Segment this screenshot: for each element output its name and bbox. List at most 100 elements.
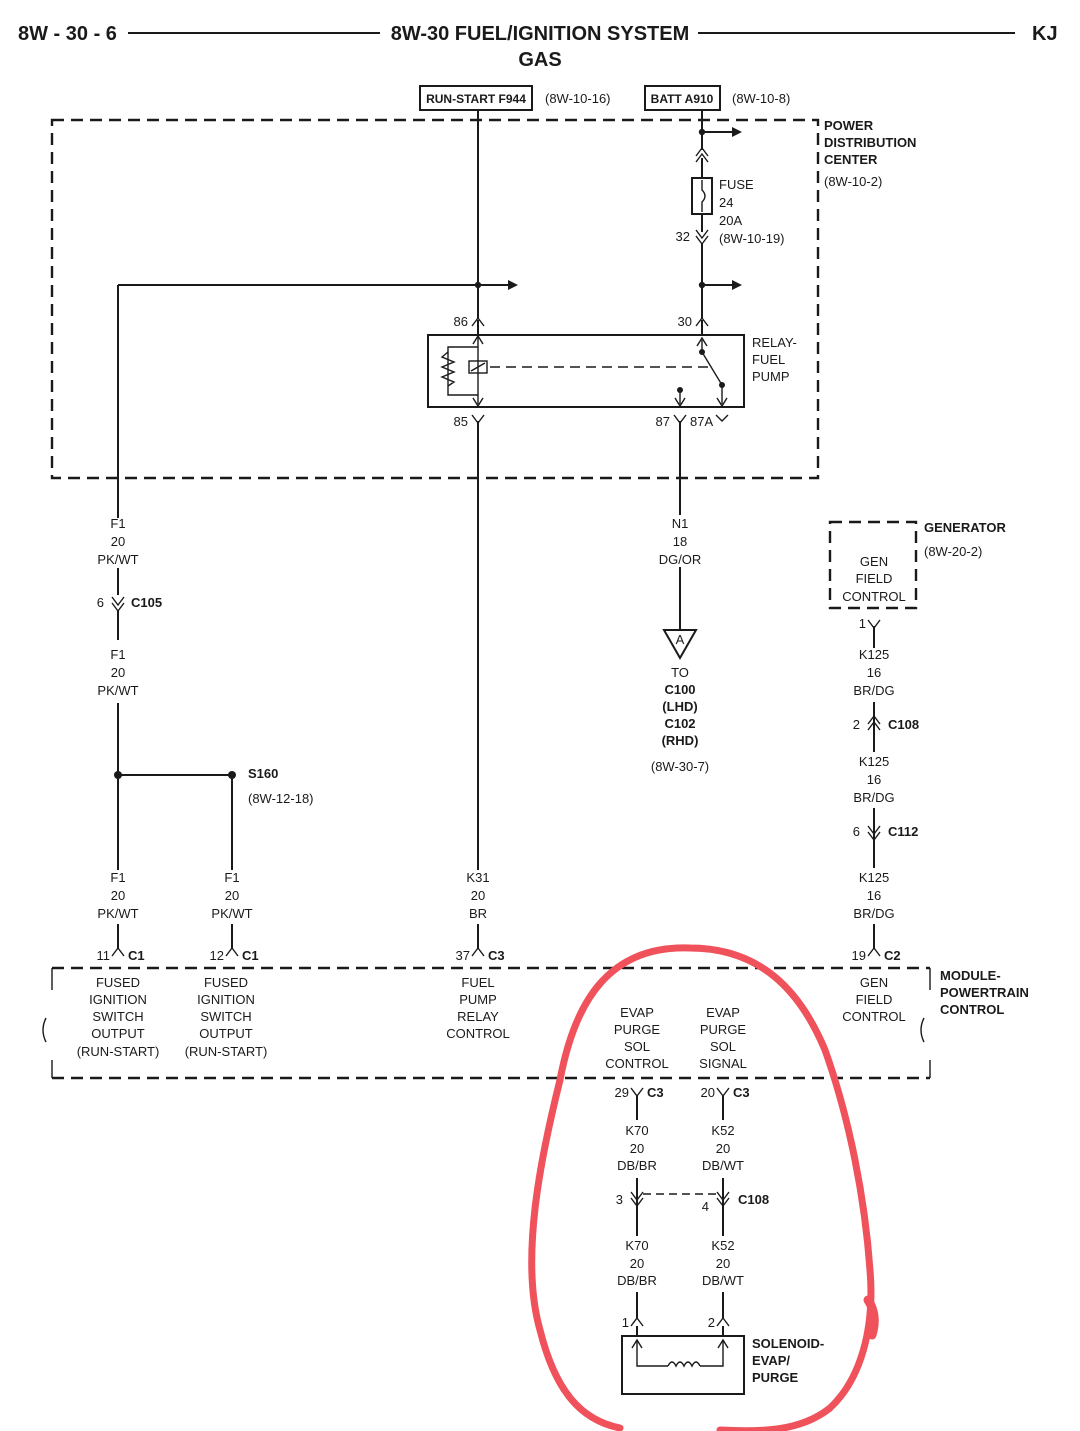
svg-text:DB/WT: DB/WT [702, 1158, 744, 1173]
svg-text:RELAY: RELAY [457, 1009, 499, 1024]
svg-text:C2: C2 [884, 948, 901, 963]
c108-connector-gen [867, 714, 881, 725]
pdc-title-3: CENTER [824, 152, 878, 167]
svg-text:20: 20 [225, 888, 239, 903]
c112-connector [867, 825, 881, 836]
svg-text:(RUN-START): (RUN-START) [185, 1044, 268, 1059]
svg-text:C3: C3 [647, 1085, 664, 1100]
svg-text:6: 6 [97, 595, 104, 610]
svg-text:EVAP: EVAP [706, 1005, 740, 1020]
svg-text:C3: C3 [733, 1085, 750, 1100]
svg-text:GEN: GEN [860, 975, 888, 990]
run-start-source-box [419, 85, 533, 111]
fuse-ref: (8W-10-19) [719, 231, 785, 246]
pcm-pin-11 [111, 946, 125, 957]
svg-text:87A: 87A [690, 414, 713, 429]
svg-text:N1: N1 [672, 516, 689, 531]
svg-text:16: 16 [867, 772, 881, 787]
svg-text:19: 19 [852, 948, 866, 963]
svg-text:20: 20 [111, 534, 125, 549]
svg-text:1: 1 [859, 616, 866, 631]
svg-text:C105: C105 [131, 595, 162, 610]
svg-text:K125: K125 [859, 754, 889, 769]
svg-text:IGNITION: IGNITION [89, 992, 147, 1007]
batt-label: BATT A910 [651, 92, 714, 106]
svg-text:PURGE: PURGE [752, 1370, 799, 1385]
svg-text:SOL: SOL [624, 1039, 650, 1054]
svg-text:OUTPUT: OUTPUT [199, 1026, 253, 1041]
fuel-pump-relay [427, 334, 745, 408]
svg-text:EVAP/: EVAP/ [752, 1353, 790, 1368]
svg-text:20: 20 [630, 1141, 644, 1156]
svg-text:11: 11 [97, 948, 111, 963]
svg-text:FIELD: FIELD [856, 992, 893, 1007]
svg-text:BR/DG: BR/DG [853, 683, 894, 698]
relay-title-3: PUMP [752, 369, 790, 384]
page-title: 8W-30 FUEL/IGNITION SYSTEM [391, 23, 690, 45]
pcm-fused-ignition-right: FUSED IGNITION SWITCH OUTPUT (RUN-START) [185, 975, 268, 1059]
run-start-ref: (8W-10-16) [545, 91, 611, 106]
svg-text:SWITCH: SWITCH [200, 1009, 251, 1024]
fuse-rating: 20A [719, 213, 742, 228]
relay-coil-resistor [440, 351, 456, 387]
svg-text:K31: K31 [466, 870, 489, 885]
relay-pin-30 [695, 316, 709, 327]
svg-text:87: 87 [656, 414, 670, 429]
svg-text:PURGE: PURGE [700, 1022, 747, 1037]
pcm-pin-19 [867, 946, 881, 957]
svg-text:F1: F1 [110, 647, 125, 662]
model-code: KJ [1032, 23, 1058, 45]
relay-coil [468, 360, 488, 374]
svg-text:20: 20 [111, 888, 125, 903]
svg-text:2: 2 [708, 1315, 715, 1330]
batt-branch-arrow [732, 127, 742, 137]
pcm-pin-20 [716, 1087, 730, 1098]
batt-source-box [644, 85, 721, 111]
generator-boundary [828, 520, 918, 610]
svg-text:K70: K70 [625, 1238, 648, 1253]
svg-text:(8W-12-18): (8W-12-18) [248, 791, 314, 806]
svg-text:K70: K70 [625, 1123, 648, 1138]
svg-text:K52: K52 [711, 1238, 734, 1253]
svg-text:FIELD: FIELD [856, 571, 893, 586]
svg-text:F1: F1 [110, 516, 125, 531]
fuse-element [701, 180, 706, 212]
fuse-connector-bottom [695, 229, 709, 240]
svg-text:PURGE: PURGE [614, 1022, 661, 1037]
svg-text:DB/WT: DB/WT [702, 1273, 744, 1288]
svg-text:A: A [676, 632, 685, 647]
solenoid-pin-1 [630, 1316, 644, 1327]
svg-text:SOLENOID-: SOLENOID- [752, 1336, 824, 1351]
svg-text:C1: C1 [242, 948, 259, 963]
svg-text:29: 29 [615, 1085, 629, 1100]
pcm-fused-ignition-left: FUSED IGNITION SWITCH OUTPUT (RUN-START) [77, 975, 160, 1059]
pdc-title-1: POWER [824, 118, 874, 133]
fuse-number: 24 [719, 195, 733, 210]
svg-text:(LHD): (LHD) [662, 699, 697, 714]
svg-text:20: 20 [630, 1256, 644, 1271]
svg-text:DB/BR: DB/BR [617, 1273, 657, 1288]
svg-text:SIGNAL: SIGNAL [699, 1056, 747, 1071]
svg-text:EVAP: EVAP [620, 1005, 654, 1020]
svg-text:PUMP: PUMP [459, 992, 497, 1007]
svg-text:1: 1 [622, 1315, 629, 1330]
svg-text:86: 86 [454, 314, 468, 329]
solenoid-pin-2 [716, 1316, 730, 1327]
fuse-pin: 32 [676, 229, 690, 244]
svg-text:20: 20 [716, 1141, 730, 1156]
svg-text:C108: C108 [888, 717, 919, 732]
svg-text:BR/DG: BR/DG [853, 906, 894, 921]
pcm-fuel-pump-relay-control: FUEL PUMP RELAY CONTROL [446, 975, 510, 1041]
svg-text:BR: BR [469, 906, 487, 921]
svg-text:C102: C102 [664, 716, 695, 731]
svg-text:(8W-20-2): (8W-20-2) [924, 544, 982, 559]
svg-text:MODULE-: MODULE- [940, 968, 1001, 983]
svg-text:CONTROL: CONTROL [940, 1002, 1004, 1017]
svg-text:K52: K52 [711, 1123, 734, 1138]
svg-text:K125: K125 [859, 647, 889, 662]
svg-text:20: 20 [471, 888, 485, 903]
svg-text:CONTROL: CONTROL [605, 1056, 669, 1071]
svg-text:PK/WT: PK/WT [97, 683, 138, 698]
pdc-ref: (8W-10-2) [824, 174, 882, 189]
